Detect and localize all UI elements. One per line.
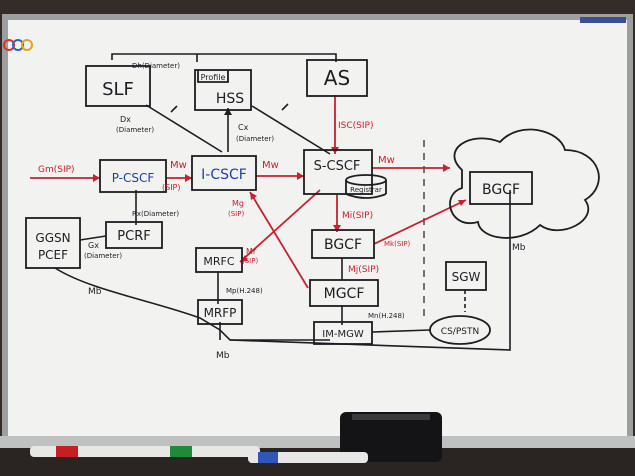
pcscf-label: P-CSCF (112, 171, 155, 185)
isc-label: ISC(SIP) (338, 121, 373, 131)
mw-pi-label: Mw (170, 160, 187, 171)
profile-label: Profile (201, 73, 226, 82)
dx-proto-label: (Diameter) (116, 126, 154, 134)
registrar-label: Registrar (350, 186, 382, 194)
mw-is-label: Mw (262, 160, 279, 171)
pcef-label: PCEF (38, 248, 68, 262)
bgcf-cloud-label: BGCF (482, 182, 520, 198)
mw-sb-label: Mw (378, 155, 395, 166)
cx-label: Cx (238, 123, 249, 132)
mr-label: Mr (246, 247, 257, 256)
scscf-label: S-CSCF (314, 159, 361, 174)
mi-label: Mi(SIP) (342, 211, 373, 221)
rx-label: Rx(Diameter) (132, 210, 179, 218)
mw-pi-proto-label: (SIP) (162, 183, 181, 192)
tray-objects (30, 412, 442, 463)
whiteboard-tray (0, 436, 635, 448)
mgcf-label: MGCF (324, 286, 365, 302)
mrfc-label: MRFC (203, 255, 234, 268)
eraser (340, 412, 442, 462)
whiteboard-surface (8, 20, 627, 436)
slf-label: SLF (102, 79, 134, 100)
mr-proto-label: (SIP) (242, 257, 258, 265)
hss-label: HSS (216, 91, 244, 107)
gm-label: Gm(SIP) (38, 165, 75, 175)
cx-proto-label: (Diameter) (236, 135, 274, 143)
mb-right-label: Mb (512, 243, 526, 253)
as-label: AS (324, 66, 350, 90)
brand-logo (3, 39, 33, 51)
immgw-label: IM-MGW (322, 329, 364, 340)
dx-label: Dx (120, 115, 131, 124)
gx-label: Gx (88, 241, 99, 250)
sgw-label: SGW (452, 270, 481, 284)
node-boxes (25, 59, 600, 345)
blue-marker (248, 452, 368, 463)
mg-label: Mg (232, 199, 244, 208)
red-marker (30, 446, 160, 457)
mg-proto-label: (SIP) (228, 210, 244, 218)
gx-proto-label: (Diameter) (84, 252, 122, 260)
ggsn-label: GGSN (35, 231, 70, 245)
mk-label: Mk(SIP) (384, 240, 411, 248)
bgcf-label: BGCF (324, 237, 362, 253)
mb-left-label: Mb (88, 287, 102, 297)
mb-bottom-label: Mb (216, 351, 230, 361)
pcrf-label: PCRF (117, 229, 150, 244)
cspstn-label: CS/PSTN (441, 327, 479, 337)
mp-label: Mp(H.248) (226, 287, 263, 295)
dh-label: Dh(Diameter) (132, 62, 180, 70)
green-marker (140, 446, 260, 457)
mrfp-label: MRFP (204, 306, 237, 320)
node-labels: SLF Profile HSS AS P-CSCF I-CSCF S-CSCF … (35, 66, 520, 340)
icscf-label: I-CSCF (201, 167, 247, 183)
mj-label: Mj(SIP) (348, 265, 379, 275)
mn-label: Mn(H.248) (368, 312, 405, 320)
link-labels: Dh(Diameter) Dx (Diameter) Cx (Diameter)… (38, 62, 526, 361)
whiteboard-badge (580, 17, 626, 23)
